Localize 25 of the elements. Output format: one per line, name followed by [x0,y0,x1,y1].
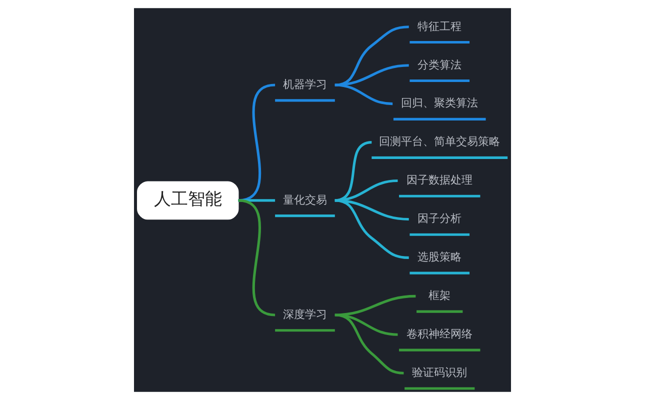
connector [334,294,416,316]
node-text: 验证码识别 [412,366,468,380]
connector [334,314,398,336]
connector [334,314,404,374]
node-text: 量化交易 [282,193,327,206]
node-text: 因子数据处理 [406,174,473,187]
node-text: 特征工程 [418,20,462,33]
node-text: 回归、聚类算法 [401,96,478,110]
connector [238,199,276,202]
node-text: 选股策略 [418,250,462,264]
connector [334,64,409,86]
node-box: 人工智能 [137,181,239,220]
connector [334,26,409,86]
connector [238,199,276,316]
node-text: 分类算法 [418,58,462,72]
node-text: 框架 [428,289,451,302]
node-text: 因子分析 [418,212,462,226]
node-text: 机器学习 [282,78,327,91]
node-text: 深度学习 [282,308,327,321]
node-text: 卷积神经网络 [406,328,473,341]
connector [334,199,409,221]
connector [334,199,409,259]
connector [238,84,276,202]
connector [334,84,393,106]
node-text: 回测平台、简单交易策略 [379,135,500,148]
